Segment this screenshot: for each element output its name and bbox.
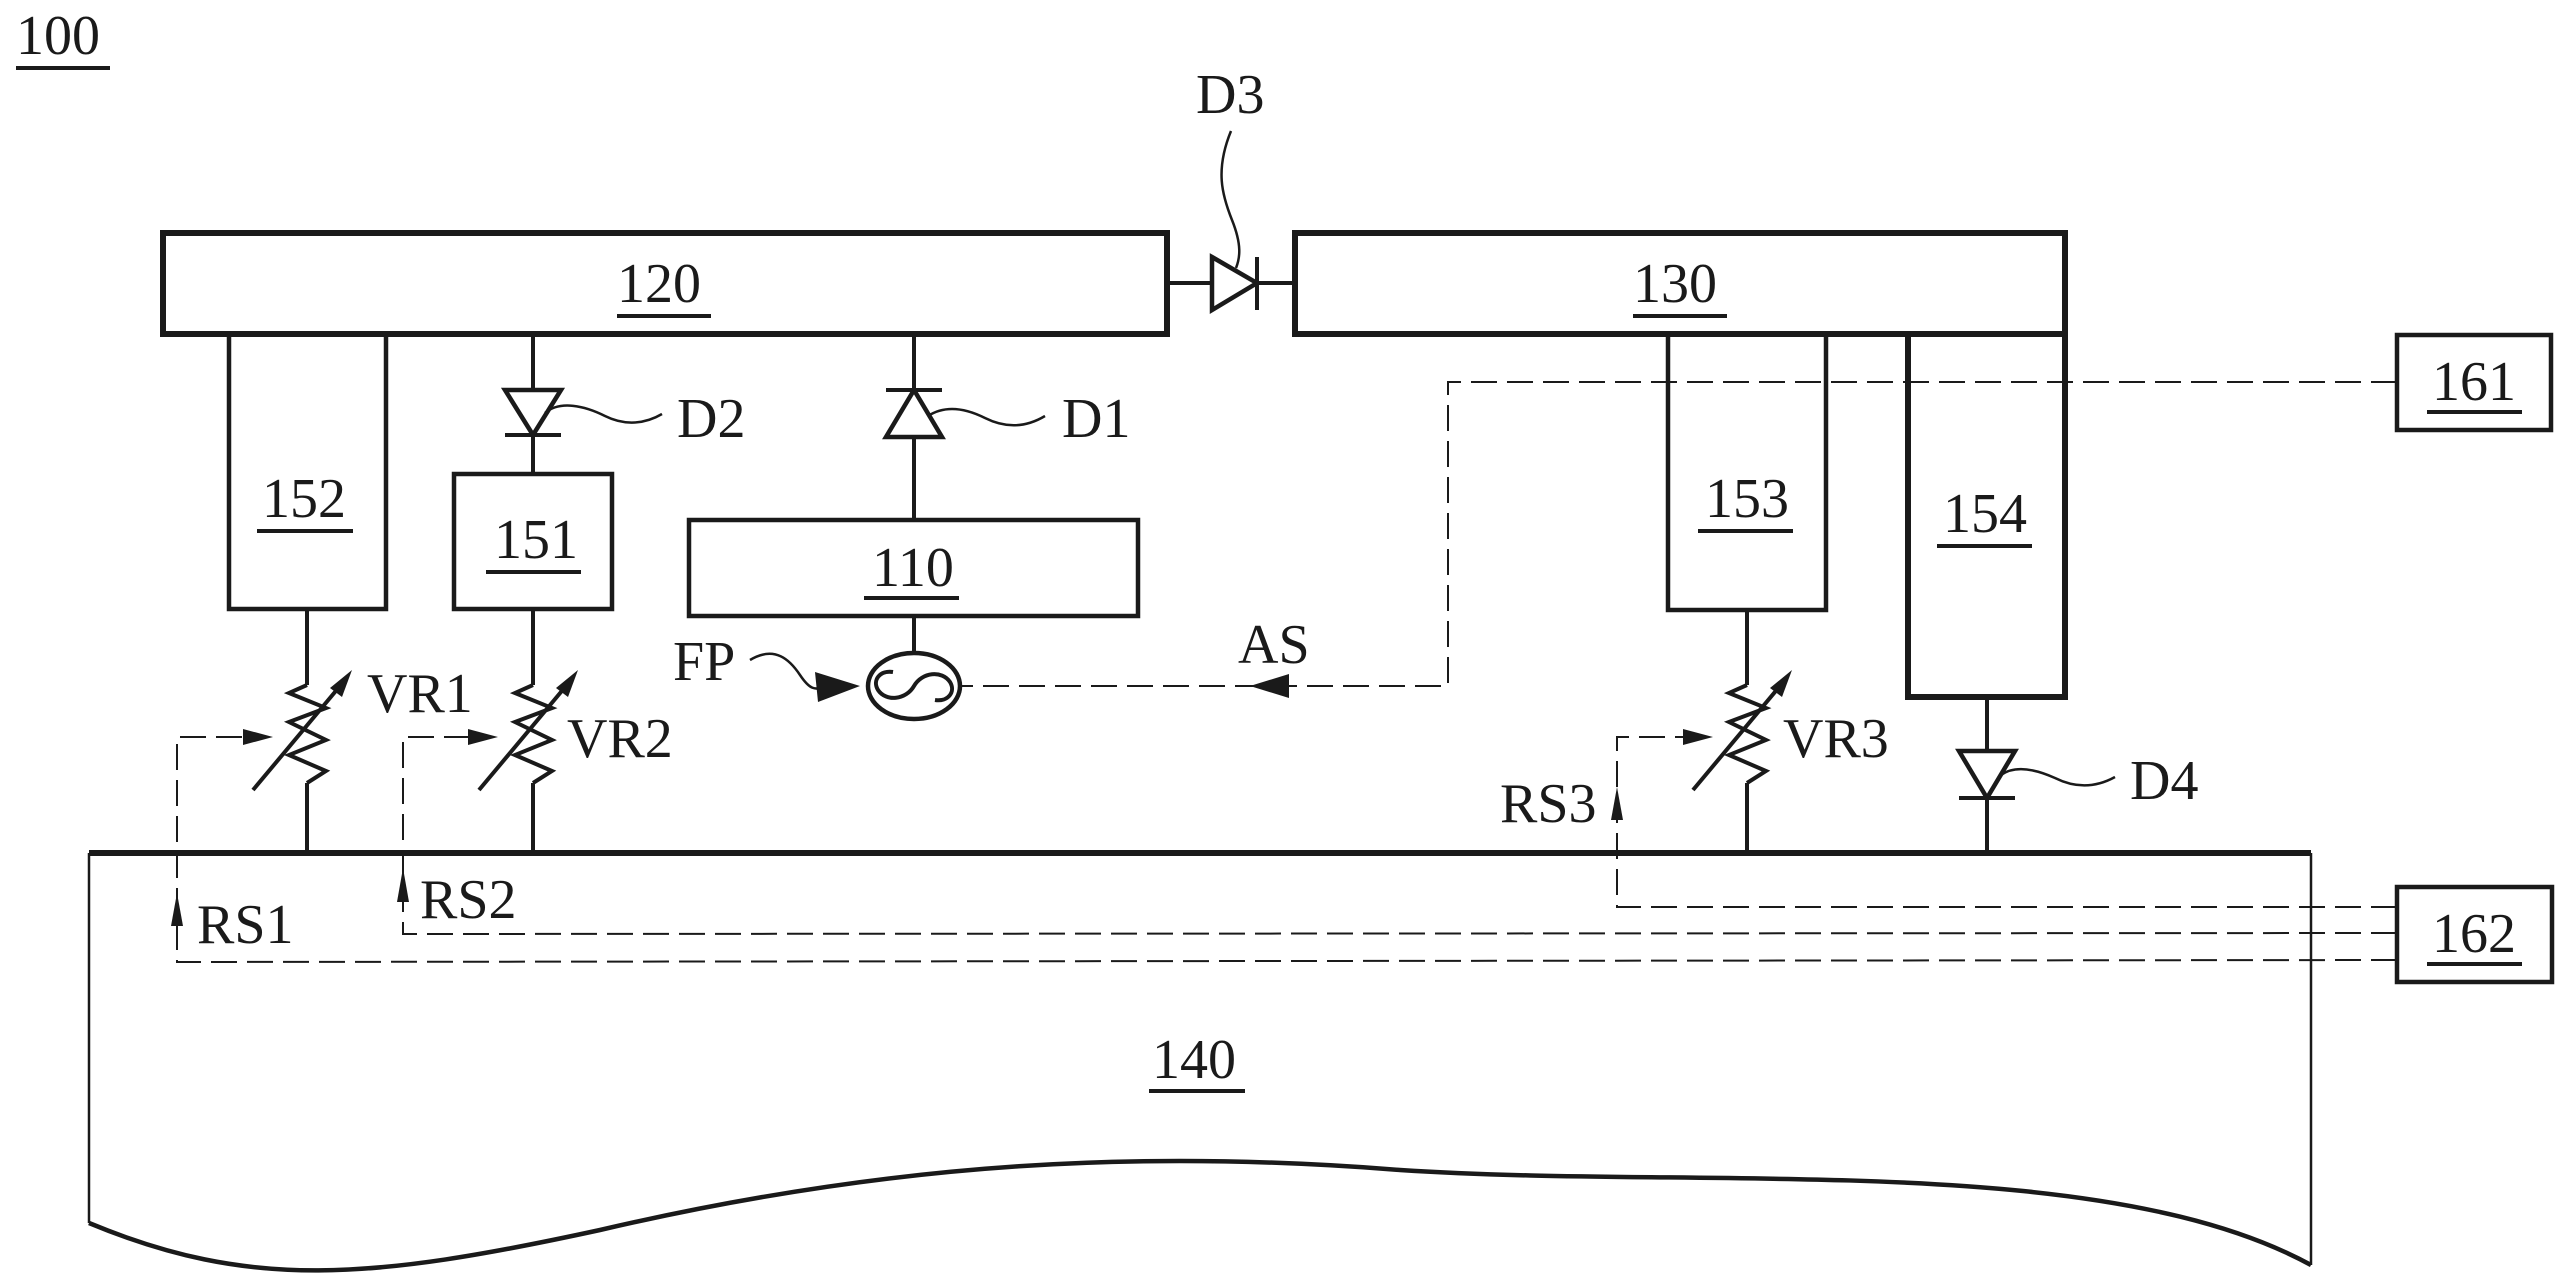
ac-source-fp[interactable]: FP	[673, 616, 963, 722]
rs3-label: RS3	[1500, 773, 1597, 835]
d1-label: D1	[1062, 388, 1130, 450]
diode-d1[interactable]: D1	[882, 334, 1130, 520]
diode-d3[interactable]: D3	[1167, 64, 1295, 314]
block-151-label: 151	[494, 509, 578, 571]
vr1-adjust-line	[251, 678, 347, 792]
d2-label: D2	[677, 388, 745, 450]
as-label: AS	[1238, 614, 1310, 676]
figure-reference: 100	[16, 5, 110, 70]
vr1-adjust-arrow-icon	[330, 670, 352, 697]
rs1-label: RS1	[197, 894, 294, 956]
rs1-arrow-right-icon	[243, 729, 273, 745]
vr2-adjust-arrow-icon	[556, 670, 578, 697]
signal-rs3: RS3	[1500, 729, 2397, 908]
rs2-arrow-up-icon	[397, 868, 409, 902]
block-152-label: 152	[262, 468, 346, 530]
d3-triangle	[1209, 253, 1262, 314]
d3-leader	[1220, 130, 1241, 269]
d4-triangle	[1955, 748, 2019, 803]
block-151[interactable]: 151	[451, 471, 615, 612]
d4-label: D4	[2130, 750, 2198, 812]
block-110[interactable]: 110	[686, 517, 1141, 619]
as-signal-path	[960, 381, 2397, 687]
rs2-label: RS2	[420, 869, 517, 931]
diode-d4[interactable]: D4	[1955, 697, 2198, 852]
block-161-label: 161	[2432, 351, 2516, 413]
block-162-rect[interactable]	[2394, 884, 2555, 985]
rs3-arrow-up-icon	[1611, 787, 1623, 820]
variable-resistor-vr2[interactable]: VR2	[477, 609, 673, 853]
vr1-zigzag	[283, 683, 332, 785]
fp-label: FP	[673, 631, 735, 693]
signal-rs1: RS1	[171, 729, 2398, 964]
block-162-label: 162	[2432, 903, 2516, 965]
vr2-zigzag	[509, 683, 558, 785]
block-140[interactable]: 140	[87, 850, 2313, 1273]
block-154[interactable]: 154	[1905, 331, 2068, 700]
fp-arrow-icon	[815, 672, 860, 702]
fp-leader	[749, 652, 826, 690]
rs2-arrow-right-icon	[468, 729, 498, 745]
block-161[interactable]: 161	[2394, 332, 2554, 433]
signal-as: AS	[960, 381, 2397, 698]
d4-leader	[2000, 767, 2116, 787]
rs3-arrow-right-icon	[1683, 729, 1713, 745]
vr3-label: VR3	[1783, 708, 1889, 770]
vr2-label: VR2	[567, 708, 673, 770]
vr1-label: VR1	[367, 663, 473, 725]
d2-leader	[544, 404, 663, 424]
rs1-signal-path	[176, 736, 2398, 964]
block-152[interactable]: 152	[226, 331, 389, 612]
block-140-wavy-edge	[88, 1158, 2313, 1273]
rs3-signal-path	[1616, 736, 2397, 908]
block-110-label: 110	[872, 537, 954, 599]
figure-reference-label: 100	[16, 5, 100, 67]
d3-label: D3	[1196, 64, 1264, 126]
diode-d2[interactable]: D2	[500, 334, 745, 474]
block-153[interactable]: 153	[1665, 331, 1829, 613]
as-arrow-icon	[1250, 674, 1289, 698]
vr2-adjust-line	[477, 678, 573, 792]
rs2-signal-path	[402, 736, 2398, 936]
block-130[interactable]: 130	[1292, 230, 2068, 337]
sine-wave-icon	[873, 669, 955, 703]
rs1-arrow-up-icon	[171, 893, 183, 926]
block-120[interactable]: 120	[160, 230, 1170, 337]
d2-triangle	[500, 387, 566, 440]
block-130-label: 130	[1633, 253, 1717, 315]
vr3-zigzag	[1723, 683, 1772, 785]
variable-resistor-vr1[interactable]: VR1	[251, 609, 473, 853]
variable-resistor-vr3[interactable]: VR3	[1691, 610, 1889, 853]
block-161-rect[interactable]	[2394, 332, 2554, 433]
vr3-adjust-line	[1691, 678, 1787, 792]
block-153-label: 153	[1705, 468, 1789, 530]
signal-rs2: RS2	[397, 729, 2398, 936]
block-162[interactable]: 162	[2394, 884, 2555, 985]
block-140-label: 140	[1152, 1029, 1236, 1091]
block-120-label: 120	[617, 253, 701, 315]
block-154-label: 154	[1943, 483, 2027, 545]
d1-leader	[927, 407, 1046, 427]
vr3-adjust-arrow-icon	[1770, 670, 1792, 697]
